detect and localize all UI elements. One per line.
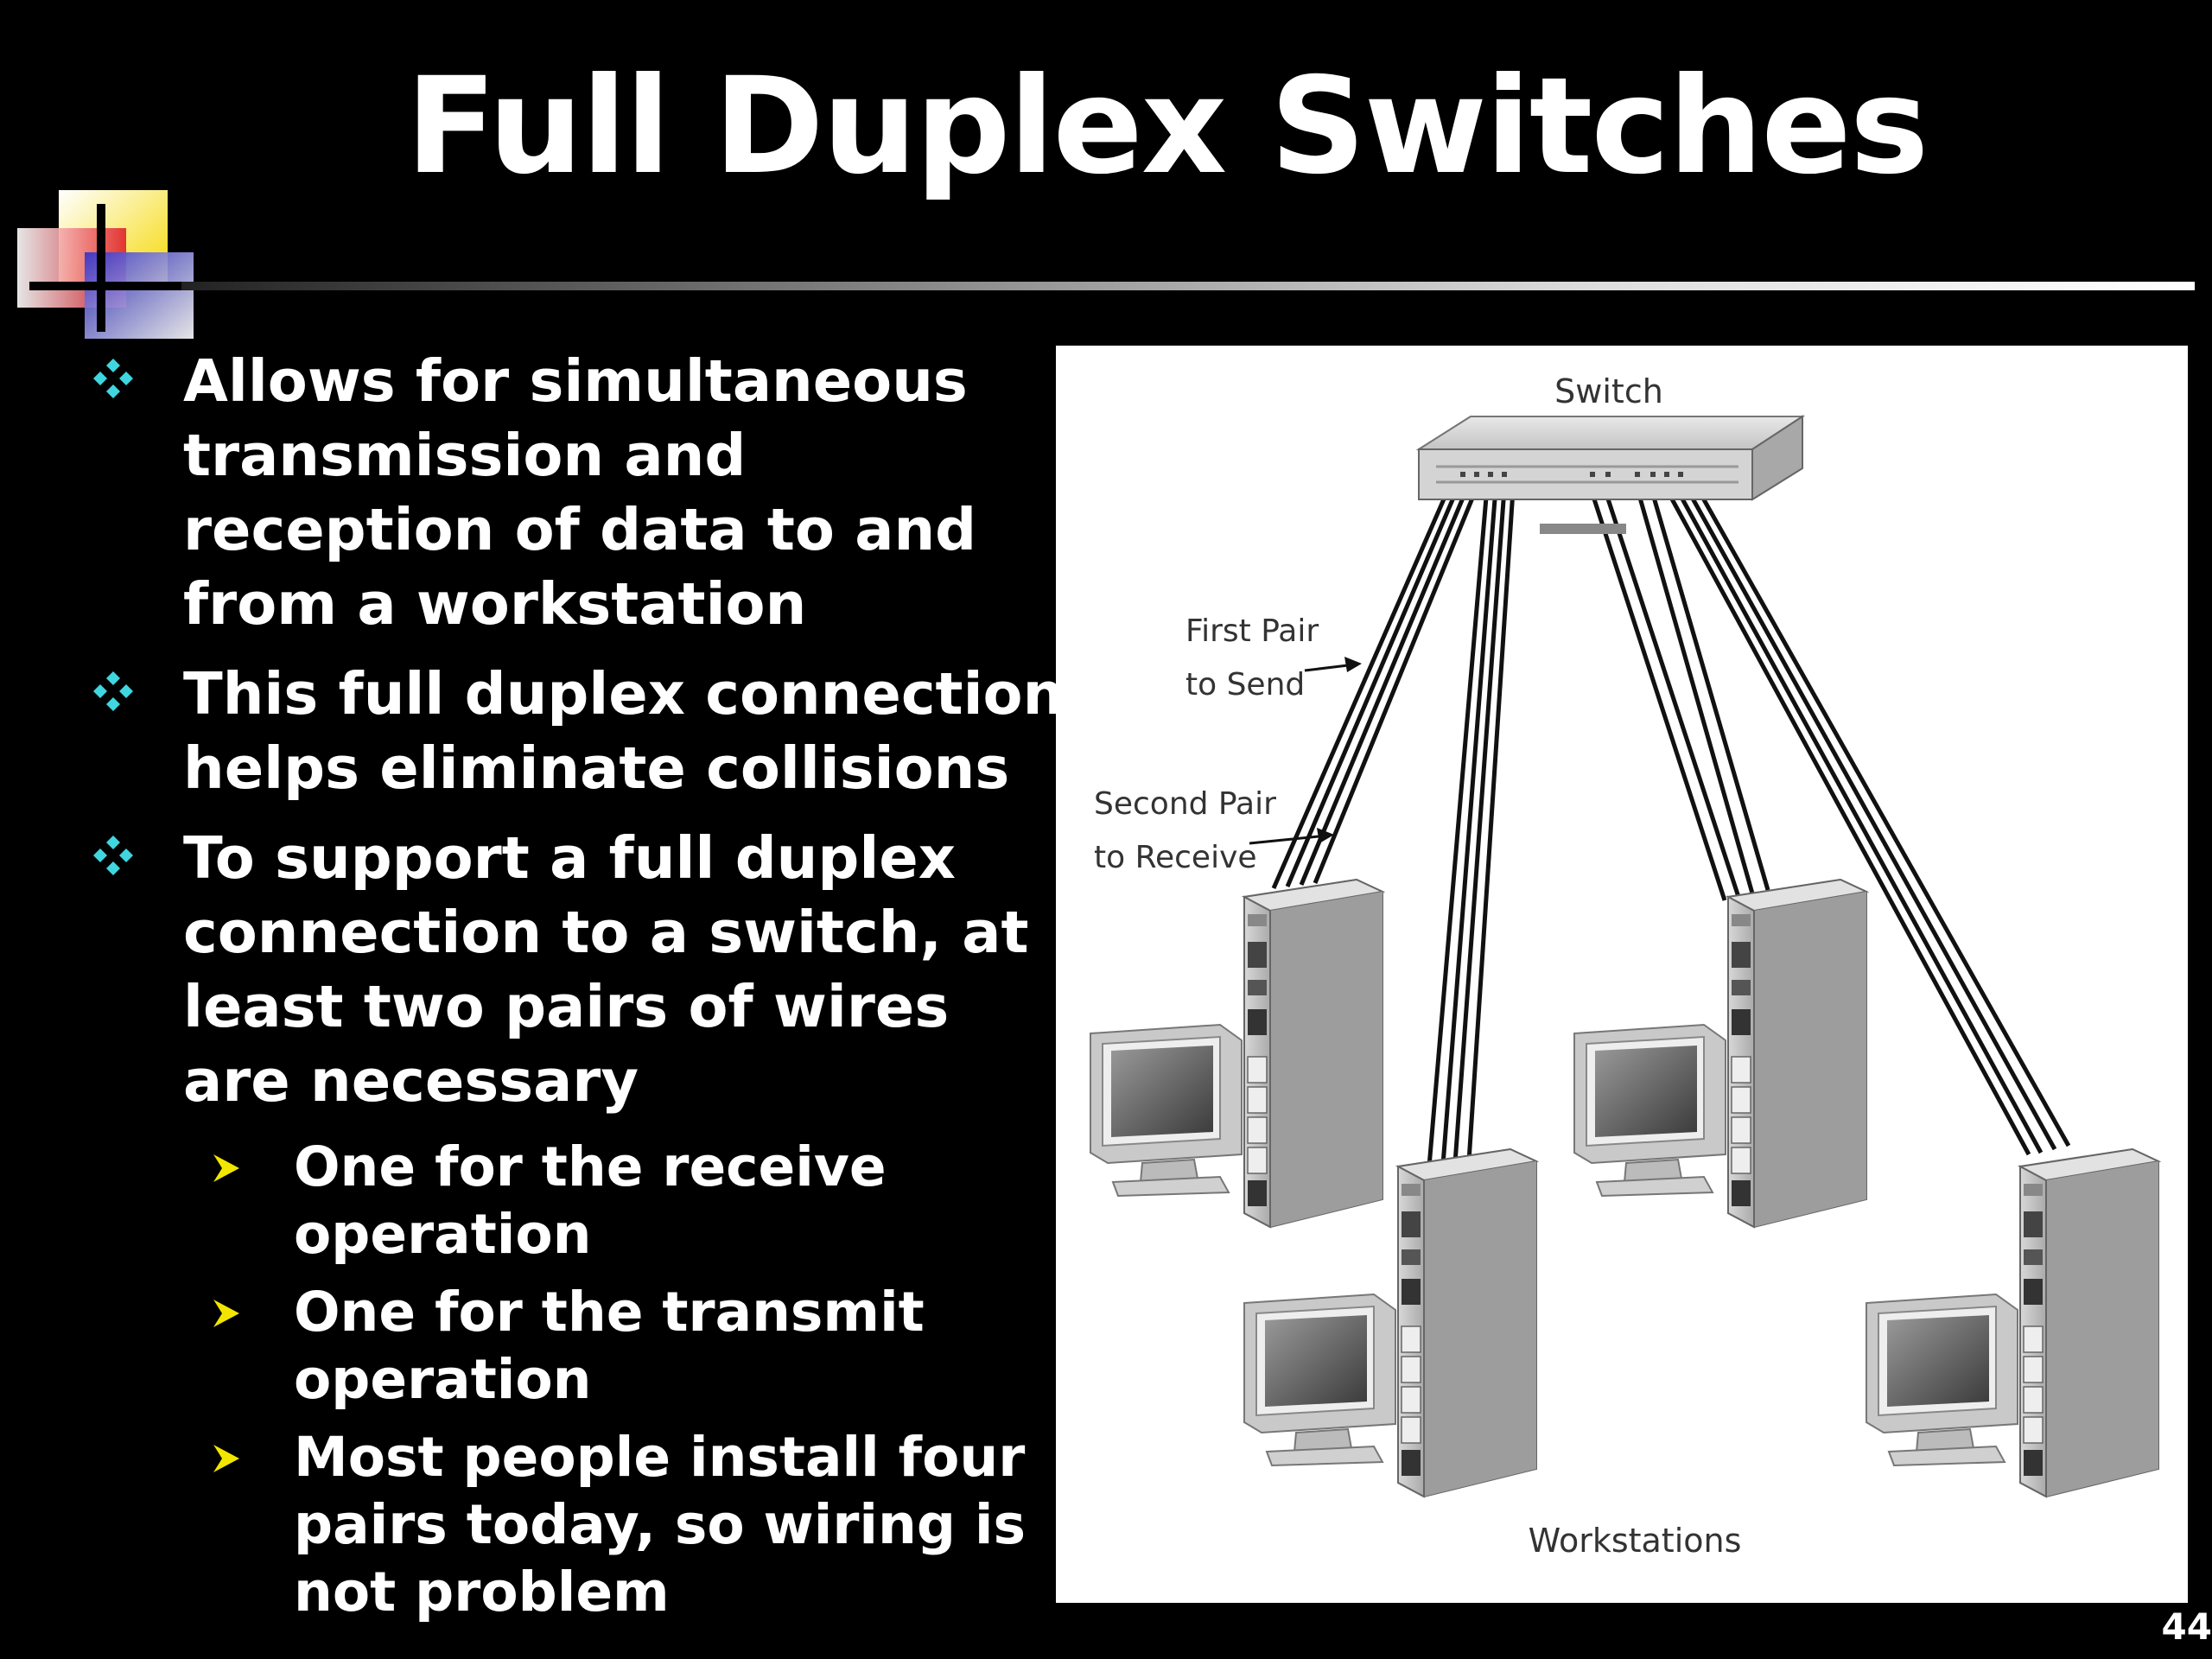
workstations-label: Workstations [1529,1522,1742,1560]
arrowhead-bullet-icon [213,1154,239,1182]
diamond-bullet-icon [93,671,133,711]
network-diagram: Switch First Pair to Send Second Pair to… [1056,346,2188,1603]
sub-bullet-item: One for the receive operation [91,1134,1067,1268]
first-pair-label-line2: to Send [1185,667,1305,702]
arrowhead-bullet-icon [213,1300,239,1327]
sub-bullet-item: One for the transmit operation [91,1279,1067,1414]
page-number: 44 [2161,1605,2212,1648]
bullet-item: This full duplex connection helps elimin… [91,657,1067,805]
second-pair-arrow [1249,828,1334,845]
bullet-item: To support a full duplex connection to a… [91,821,1067,1118]
workstation [1573,879,1867,1228]
sub-bullet-item: Most people install four pairs today, so… [91,1424,1067,1626]
slide-logo [17,190,199,339]
bullet-list: Allows for simultaneous transmission and… [91,344,1067,1637]
switch-label: Switch [1554,372,1663,410]
arrowhead-bullet-icon [213,1445,239,1472]
workstation [1866,1148,2159,1497]
cable-lines [1271,472,2071,1167]
sub-bullet-text: One for the transmit operation [294,1281,925,1411]
diamond-bullet-icon [93,359,133,398]
bullet-item: Allows for simultaneous transmission and… [91,344,1067,641]
first-pair-label: First Pair [1185,613,1319,649]
diamond-bullet-icon [93,836,133,875]
bullet-text: Allows for simultaneous transmission and… [183,347,977,638]
workstation [1090,879,1383,1228]
title-underline [181,282,2195,290]
second-pair-label-line2: to Receive [1094,840,1257,875]
second-pair-label: Second Pair [1094,786,1276,822]
sub-bullet-text: Most people install four pairs today, so… [294,1426,1026,1624]
slide-title: Full Duplex Switches [405,49,1929,204]
first-pair-arrow [1304,657,1362,672]
network-diagram-svg: Switch First Pair to Send Second Pair to… [1090,372,2159,1560]
switch-device [1415,415,1806,534]
bullet-text: This full duplex connection helps elimin… [183,660,1065,802]
bullet-text: To support a full duplex connection to a… [183,824,1029,1115]
sub-bullet-text: One for the receive operation [294,1135,887,1266]
